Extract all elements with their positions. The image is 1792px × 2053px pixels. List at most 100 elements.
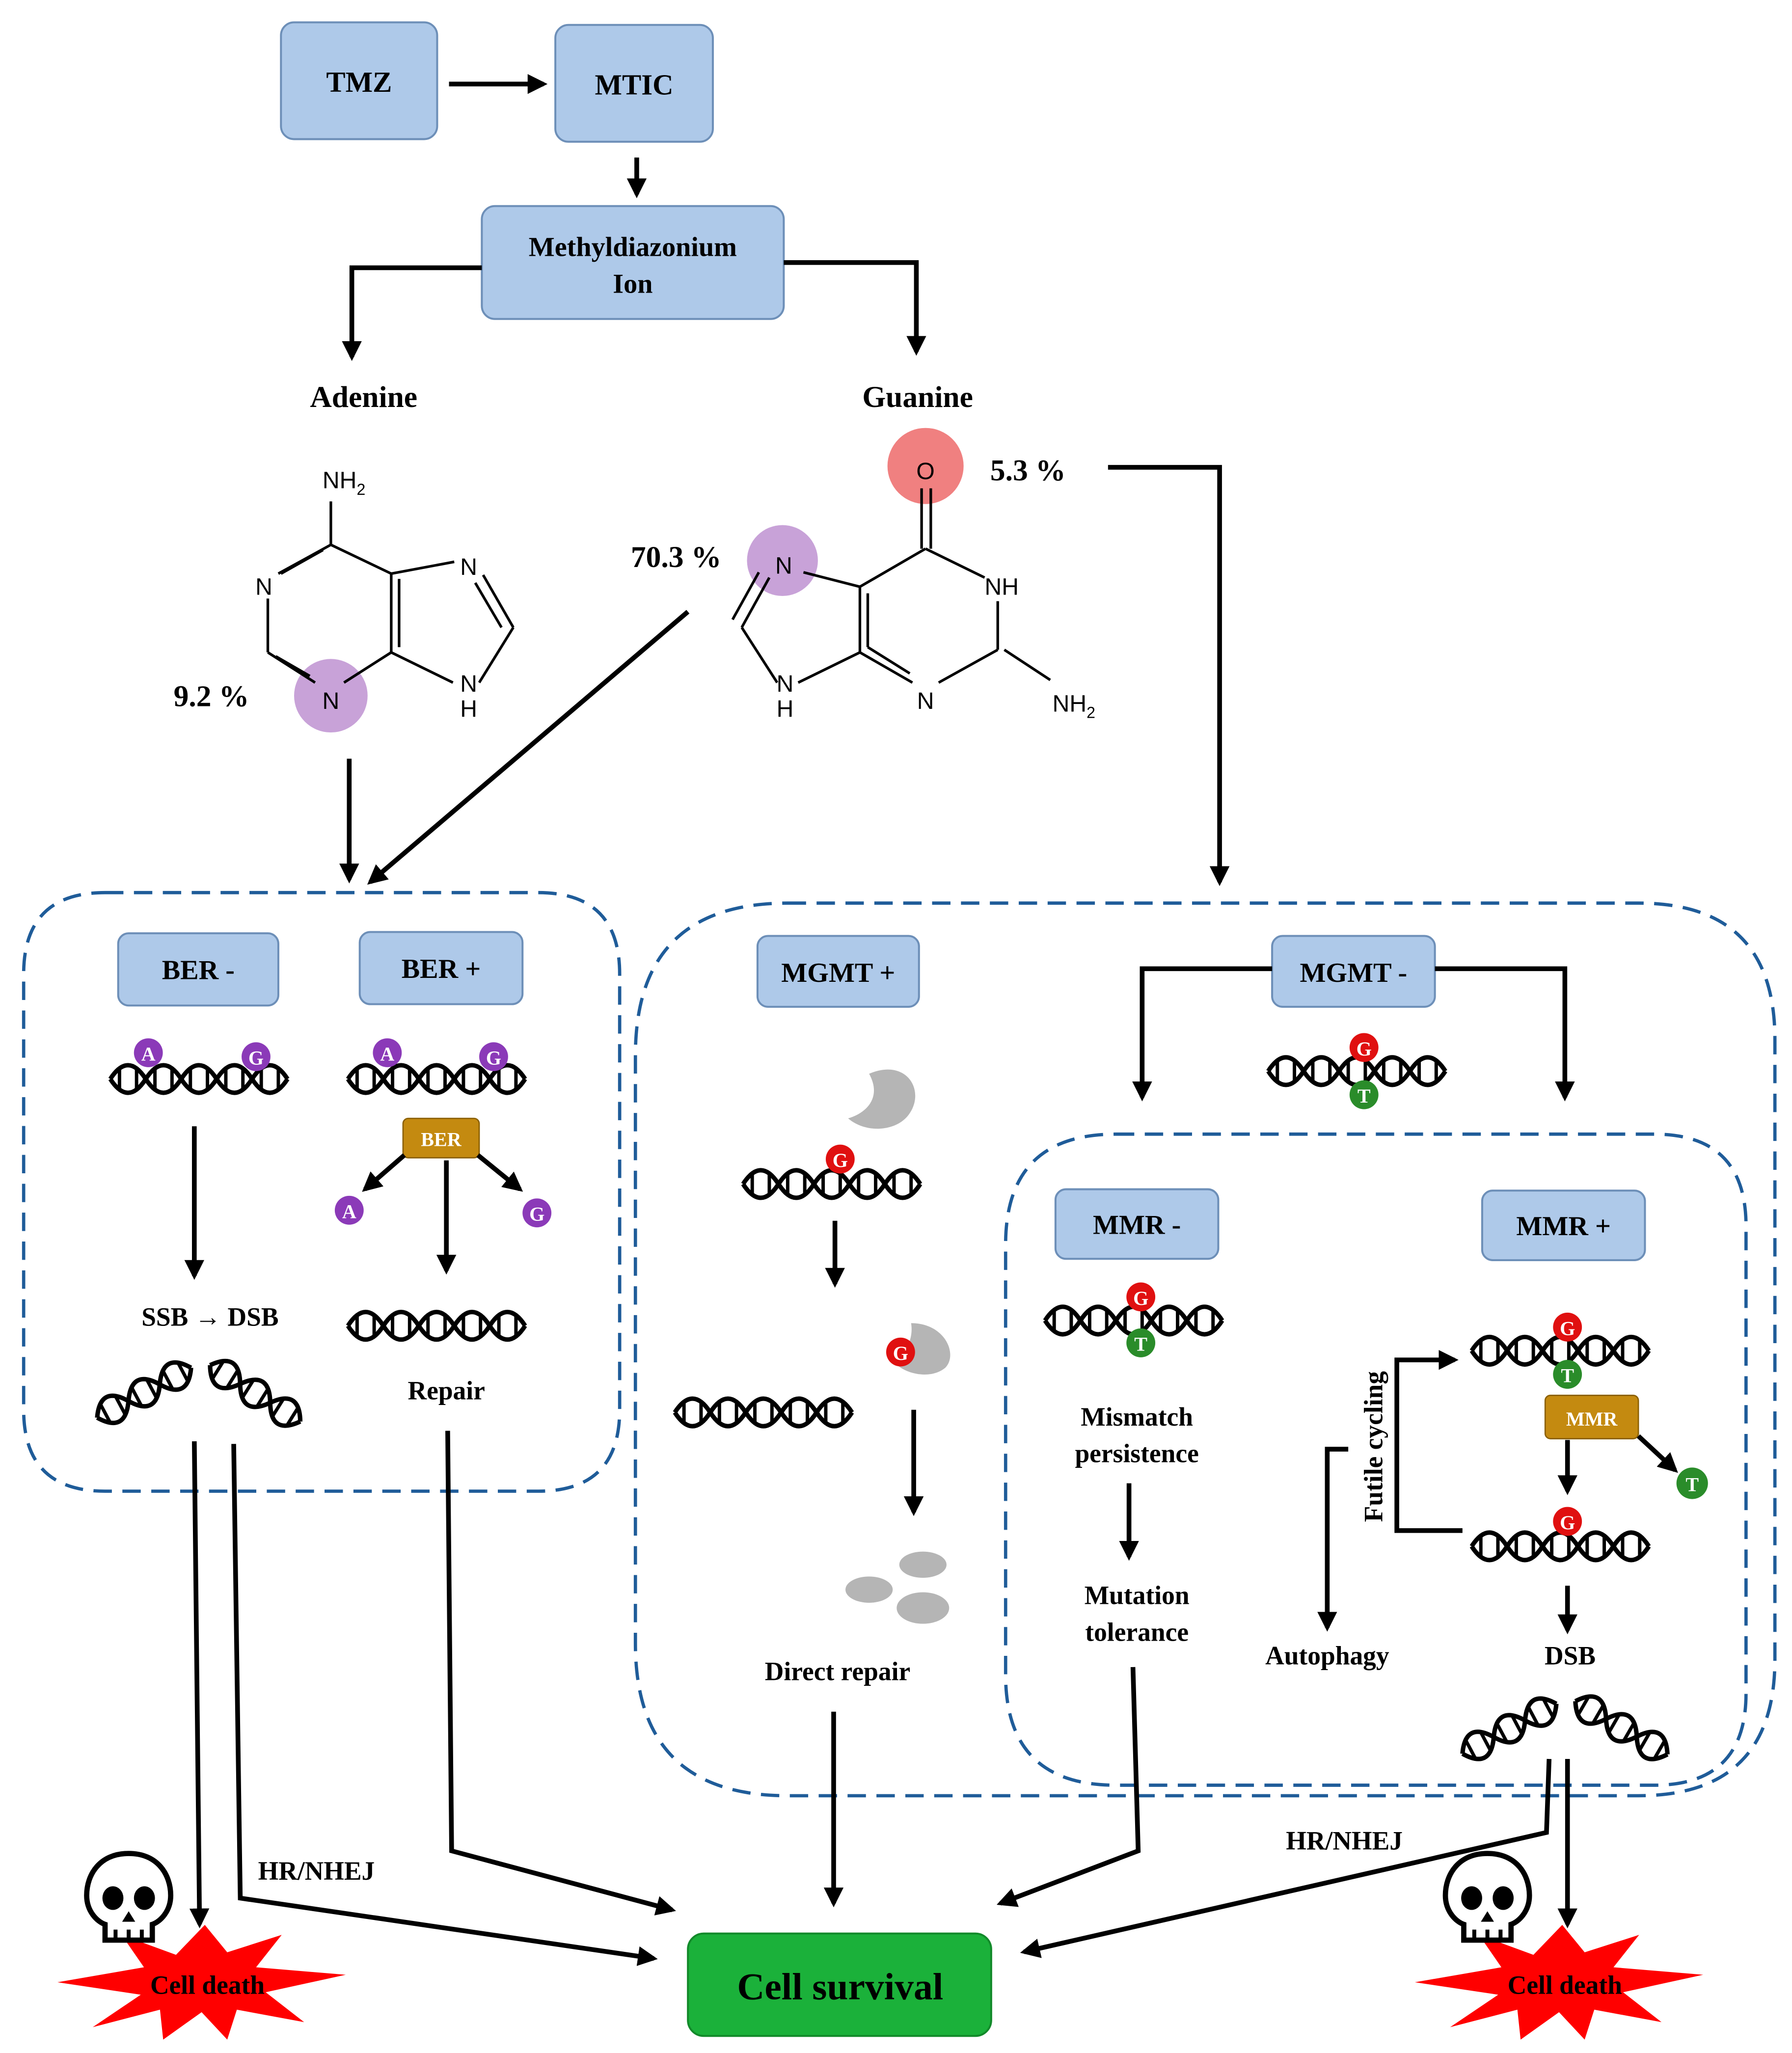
ber-minus-broken-dna-1 (91, 1355, 198, 1430)
methyldiazonium-label-2: Ion (613, 269, 652, 299)
arrow-repair-survival (445, 1431, 676, 1916)
mgmt-minus-box: MGMT - (1271, 935, 1436, 1008)
ber-plus-box: BER + (358, 931, 524, 1005)
mmr-plus-dna-1 (1472, 1337, 1649, 1364)
arrow-autophagy (1317, 1447, 1349, 1632)
adenine-h9: H (460, 696, 477, 722)
adenine-title: Adenine (310, 380, 417, 414)
futile-cycling-arrow (1394, 1350, 1463, 1533)
ber-minus-base-a: A (134, 1038, 163, 1067)
mmr-excised-t: T (1676, 1467, 1708, 1499)
mmr-region (1004, 1132, 1748, 1787)
degraded-mgmt (845, 1551, 950, 1624)
cell-death-right: Cell death (1414, 1854, 1704, 2040)
arrow-ber-death (189, 1441, 210, 1929)
mmr-minus-dna (1045, 1307, 1222, 1334)
svg-text:T: T (1134, 1333, 1147, 1355)
adenine-n9: N (460, 671, 477, 697)
mmr-plus-arrows (1557, 1434, 1678, 1635)
mgmt-plus-dna (743, 1170, 920, 1198)
arrow-ion-adenine (342, 265, 482, 361)
adenine-n1: N (255, 573, 272, 600)
svg-text:G: G (1133, 1287, 1148, 1309)
svg-text:A: A (141, 1043, 156, 1065)
ber-plus-base-a: A (373, 1038, 402, 1067)
guanine-n3: N (917, 688, 934, 714)
guanine-n7: N (775, 553, 792, 579)
svg-text:BER: BER (421, 1128, 462, 1150)
mgmt-repaired-dna (675, 1399, 852, 1426)
svg-text:T: T (1561, 1365, 1574, 1387)
ber-plus-base-g: G (479, 1042, 508, 1071)
ber-enzyme: BER (402, 1117, 480, 1159)
mismatch-label-2: persistence (1075, 1439, 1198, 1468)
cell-survival-box: Cell survival (687, 1932, 992, 2037)
tmz-box: TMZ (280, 21, 438, 140)
mgmt-plus-base-g: G (825, 1144, 855, 1174)
adenine-nh2: NH2 (323, 467, 365, 498)
svg-text:G: G (1560, 1512, 1575, 1534)
base-arrows (339, 465, 1230, 886)
cell-survival-label: Cell survival (737, 1965, 943, 2007)
mtic-box: MTIC (554, 24, 714, 143)
ber-minus-box: BER - (117, 932, 279, 1007)
adenine-n7: N (460, 554, 477, 580)
cell-death-left: Cell death (57, 1854, 346, 2040)
outcome-arrows (189, 1431, 1577, 1966)
arrow-mmr-hrnhej-survival (1020, 1758, 1552, 1958)
tolerance-label-2: tolerance (1085, 1617, 1189, 1647)
mmr-plus-box: MMR + (1481, 1189, 1646, 1261)
mmr-plus-label: MMR + (1516, 1211, 1611, 1242)
ssb-dsb-label: SSB → DSB (141, 1302, 278, 1332)
ber-excised-a: A (334, 1195, 364, 1225)
arrow-o6-mgmt (1108, 465, 1230, 886)
svg-text:G: G (1560, 1317, 1575, 1339)
tolerance-label-1: Mutation (1085, 1581, 1190, 1610)
mmr-plus-base-g: G (1553, 1312, 1582, 1342)
guanine-nh2: NH2 (1053, 690, 1095, 721)
guanine-n7-highlight (747, 525, 818, 596)
ber-minus-base-g: G (242, 1042, 271, 1071)
svg-text:G: G (1357, 1038, 1372, 1060)
guanine-o6-percent: 5.3 % (990, 454, 1066, 487)
mgmt-minus-arrows (1132, 966, 1575, 1102)
mgmt-plus-label: MGMT + (781, 958, 895, 988)
arrow-ber-hrnhej-survival (231, 1444, 658, 1966)
guanine-structure: O N NH N N H NH2 (731, 428, 1095, 722)
svg-text:G: G (893, 1342, 908, 1364)
adenine-n3-highlight (294, 659, 368, 733)
guanine-n9: N (777, 671, 794, 697)
svg-text:A: A (342, 1200, 356, 1222)
mgmt-bound-base-g: G (886, 1337, 915, 1367)
mgmt-minus-dna (1268, 1057, 1445, 1085)
methyldiazonium-label-1: Methyldiazonium (529, 232, 737, 262)
arrow-n7-ber (367, 610, 690, 885)
guanine-o6: O (916, 458, 934, 485)
cell-death-label-right: Cell death (1508, 1971, 1622, 2000)
arrow-ion-guanine (784, 260, 926, 356)
svg-text:MMR: MMR (1566, 1408, 1618, 1430)
guanine-h9: H (777, 696, 794, 722)
mmr-minus-base-g: G (1126, 1282, 1156, 1312)
mmr-minus-box: MMR - (1054, 1188, 1220, 1260)
mmr-plus-dna-2 (1472, 1533, 1649, 1560)
ber-plus-label: BER + (402, 954, 481, 984)
guanine-title: Guanine (862, 380, 973, 414)
ber-minus-label: BER - (162, 955, 235, 986)
dsb-label: DSB (1545, 1641, 1596, 1671)
ber-minus-broken-dna-2 (203, 1353, 307, 1433)
svg-text:G: G (833, 1149, 848, 1171)
guanine-o6-highlight (887, 428, 964, 504)
svg-text:G: G (486, 1047, 501, 1069)
arrow-tolerance-survival (997, 1667, 1141, 1907)
autophagy-label: Autophagy (1265, 1641, 1389, 1671)
ber-plus-repaired-dna (348, 1312, 525, 1340)
svg-text:G: G (529, 1203, 544, 1225)
svg-text:G: G (248, 1047, 264, 1069)
top-arrows (342, 74, 926, 361)
mmr-minus-base-t: T (1126, 1328, 1156, 1357)
direct-repair-label: Direct repair (765, 1657, 910, 1686)
svg-text:T: T (1358, 1085, 1371, 1107)
repair-label: Repair (407, 1376, 485, 1405)
